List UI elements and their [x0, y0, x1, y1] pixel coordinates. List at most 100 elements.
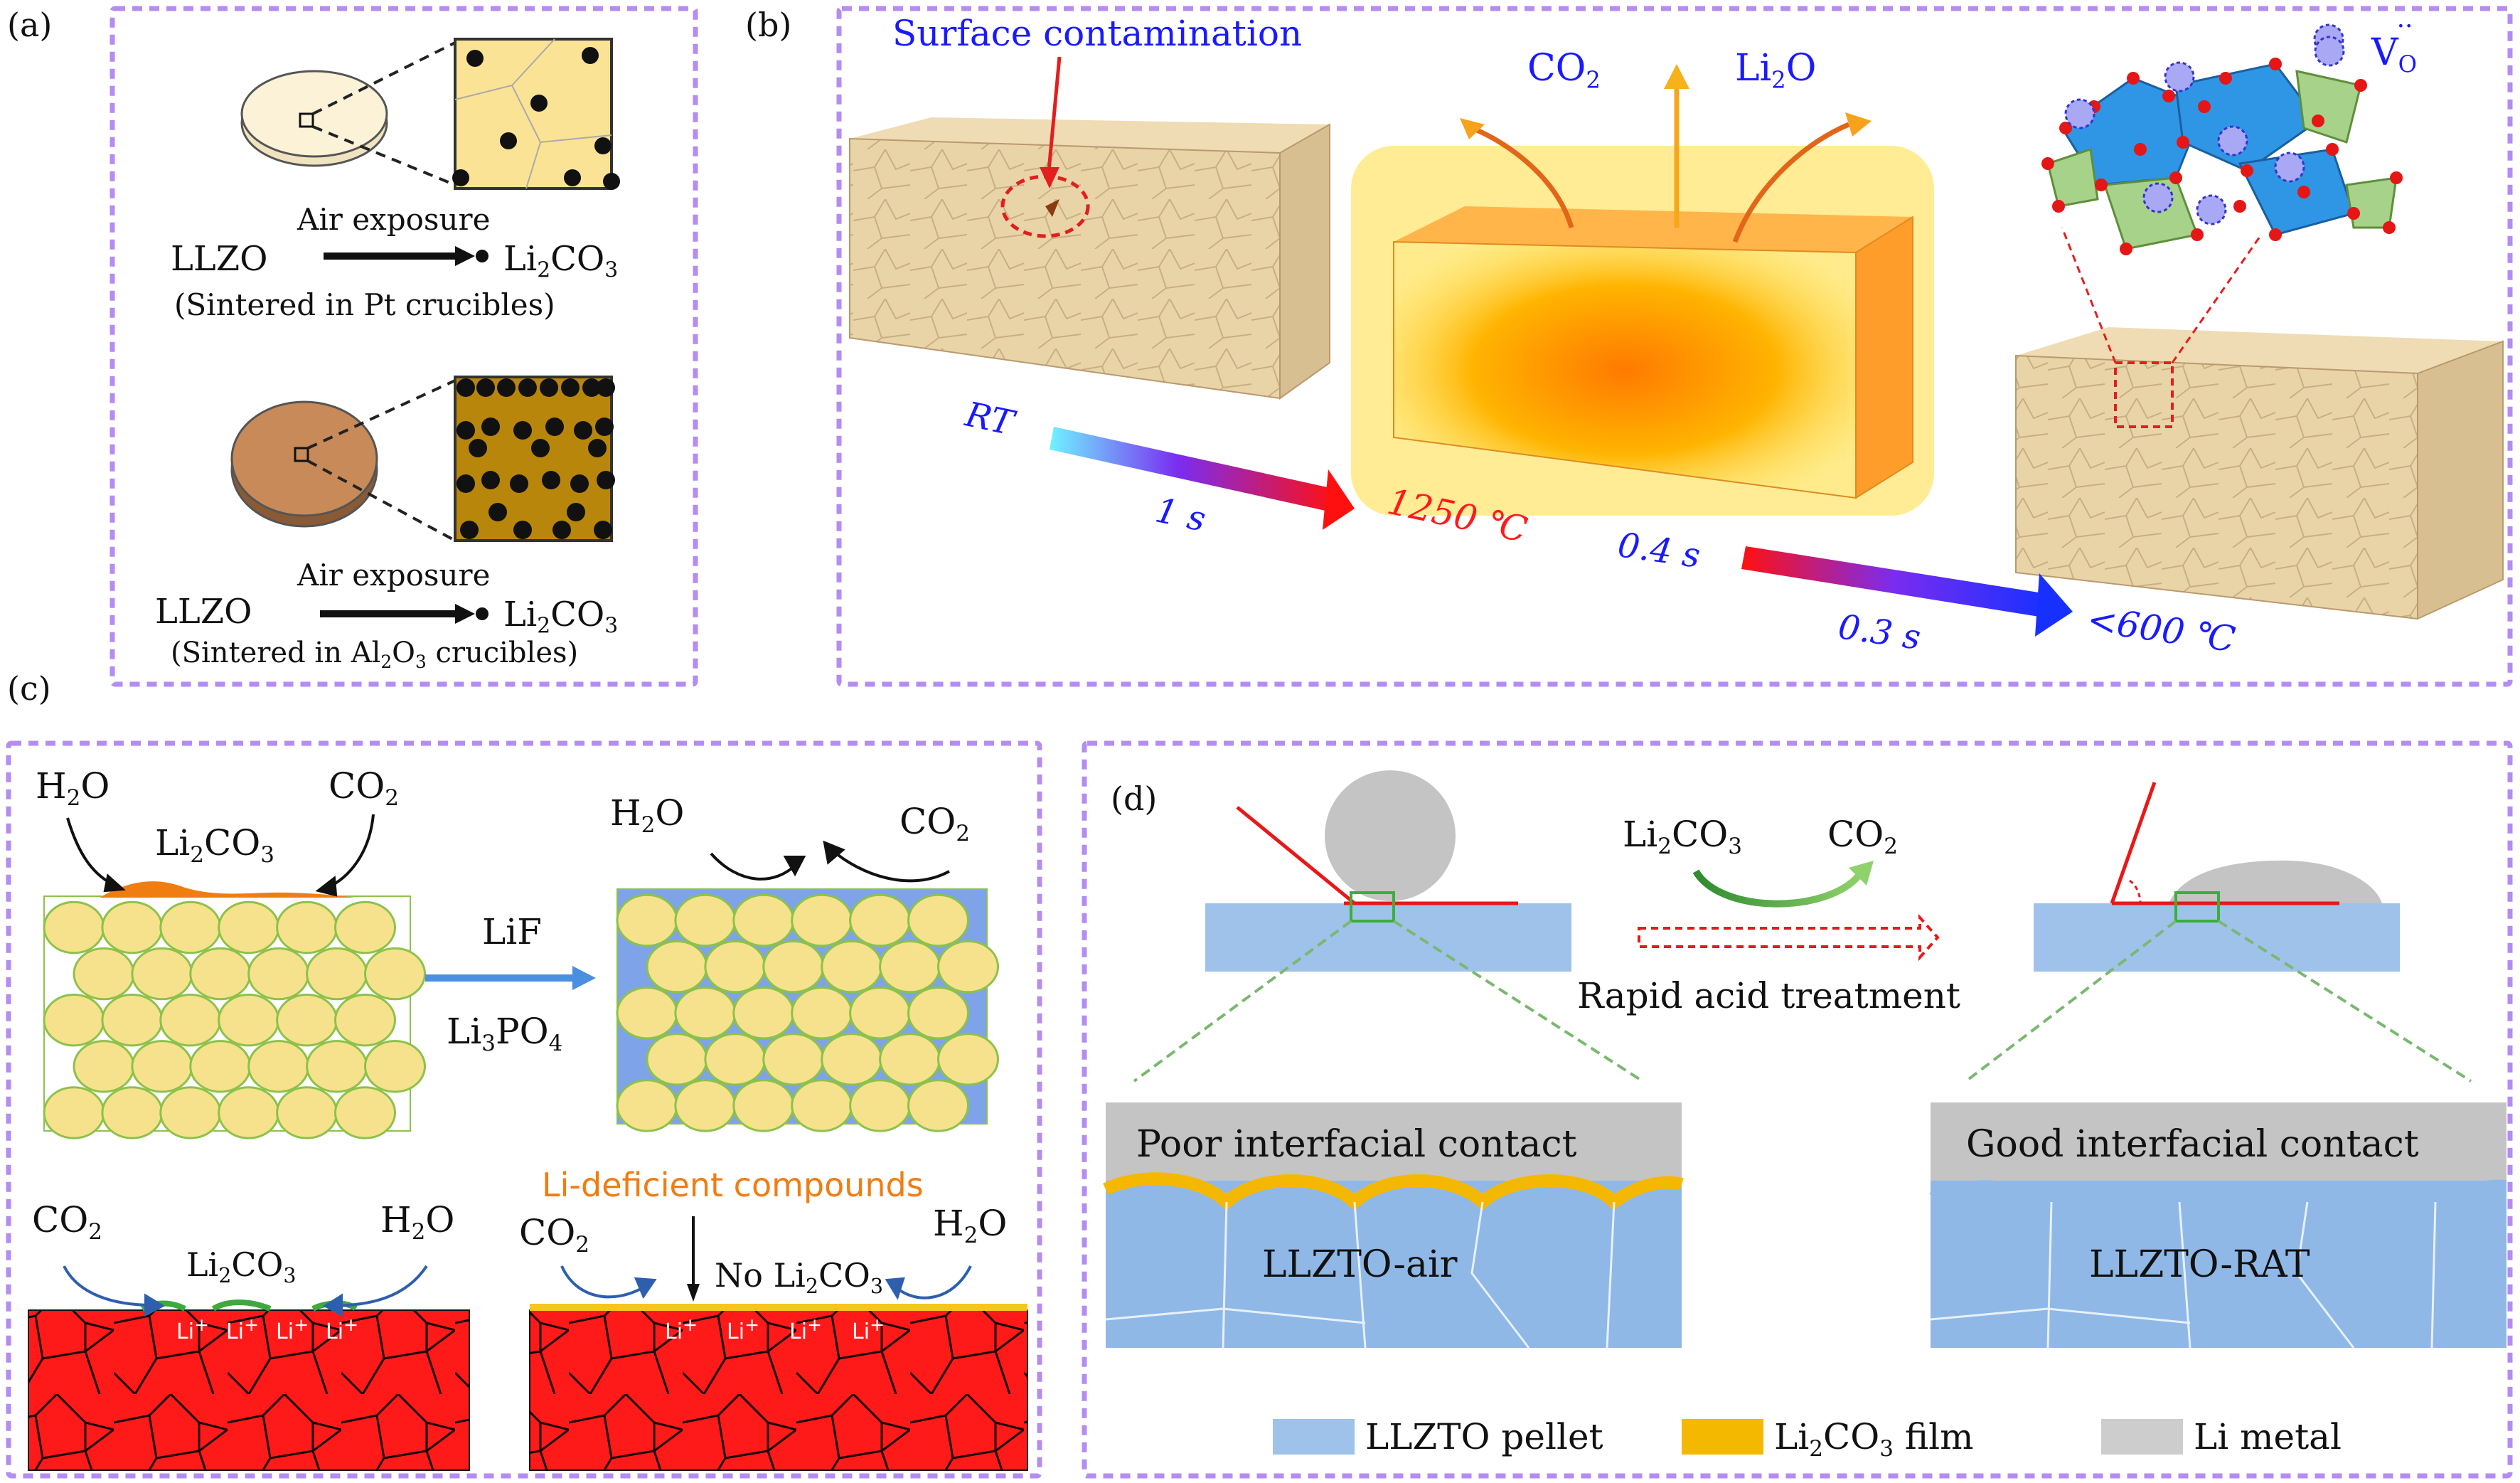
grain	[101, 994, 164, 1047]
air-exposure-label-top: Air exposure	[297, 202, 491, 237]
panel-c-bottom-arrows	[63, 1265, 972, 1317]
li-ion-4: Li+	[326, 1314, 359, 1344]
panel-c-letter: (c)	[7, 669, 51, 708]
grain	[937, 940, 999, 994]
poor-contact-label: Poor interfacial contact	[1136, 1123, 1577, 1166]
panel-b-frame	[836, 6, 2513, 687]
co2-label-c-bottom-left: CO2	[32, 1199, 102, 1245]
panel-a-frame	[110, 6, 698, 687]
grain	[879, 940, 941, 994]
h2o-label-c-top-right: H2O	[610, 792, 685, 838]
grain	[674, 987, 737, 1040]
grain	[616, 987, 678, 1040]
co2-label-c-top-left: CO2	[329, 765, 399, 811]
grain	[218, 1086, 280, 1139]
co2-label-c-bottom-right: CO2	[519, 1212, 589, 1258]
li3po4-label: Li3PO4	[447, 1011, 563, 1056]
li2co3-label-top: Li2CO3	[503, 239, 619, 283]
time-03s-label: 0.3 s	[1835, 607, 1923, 658]
panel-d-right-zoom	[1929, 1102, 2507, 1349]
li-ion-5: Li+	[665, 1314, 698, 1344]
grain	[937, 1033, 999, 1086]
co2-label-d: CO2	[1827, 814, 1898, 859]
co2-label-c-top-right: CO2	[899, 801, 970, 846]
grain	[762, 940, 825, 994]
grain	[276, 994, 338, 1047]
panel-a-top-arrow	[324, 246, 488, 266]
panel-c-grains-right	[616, 893, 999, 1132]
legend-li-metal: Li metal	[2194, 1416, 2342, 1457]
li2co3-label-c-top: Li2CO3	[155, 822, 274, 868]
h2o-label-c-top-left: H2O	[36, 765, 110, 811]
panel-a-bottom-arrow	[320, 604, 488, 624]
surface-contamination-label: Surface contamination	[892, 13, 1303, 54]
grain	[159, 994, 222, 1047]
li-ion-1: Li+	[176, 1314, 210, 1344]
panel-c-flow-arrows	[66, 814, 950, 897]
sintered-pt-label: (Sintered in Pt crucibles)	[174, 287, 555, 322]
grain	[849, 1079, 912, 1132]
li-ion-2: Li+	[226, 1314, 260, 1344]
panel-c-frame	[6, 740, 1042, 1479]
li-deficient-label: Li-deficient compounds	[542, 1166, 924, 1204]
grain	[732, 1079, 795, 1132]
panel-d-letter: (d)	[1111, 780, 1158, 818]
li-ion-8: Li+	[852, 1314, 885, 1344]
grain	[218, 994, 280, 1047]
grain	[364, 1040, 426, 1093]
grain	[159, 1086, 222, 1139]
grain	[334, 900, 396, 955]
panel-d-right-pellet	[1965, 782, 2472, 1083]
grain	[276, 1086, 338, 1139]
grain	[189, 1040, 252, 1093]
no-li2co3-label: No Li2CO3	[715, 1256, 884, 1299]
panel-b-left-block	[849, 56, 1330, 400]
li-ion-3: Li+	[276, 1314, 309, 1344]
llzo-label-bottom: LLZO	[155, 592, 252, 632]
panel-a-top-dots	[452, 47, 620, 190]
time-1s-label: 1 s	[1151, 490, 1210, 540]
time-04s-label: 0.4 s	[1615, 525, 1703, 576]
grain	[247, 1040, 310, 1093]
grain	[73, 1040, 135, 1093]
li-ion-6: Li+	[727, 1314, 760, 1344]
grain	[646, 1033, 708, 1086]
grain	[791, 1079, 853, 1132]
rapid-acid-treatment-label: Rapid acid treatment	[1577, 975, 1960, 1016]
li2co3-label-c-bottom: Li2CO3	[186, 1245, 297, 1288]
grain	[907, 893, 969, 947]
grain	[879, 1033, 941, 1086]
h2o-label-c-bottom-left: H2O	[380, 1199, 455, 1245]
grain	[821, 1033, 883, 1086]
heating-arrow	[1050, 427, 1355, 530]
grain	[704, 940, 767, 994]
cooling-arrow	[1741, 546, 2073, 637]
grain	[704, 1033, 767, 1086]
grain	[821, 940, 883, 994]
panel-c-red-substrate-right	[529, 1304, 1028, 1471]
oxygen-vacancy-label: V··O	[2371, 12, 2417, 78]
grain	[189, 947, 252, 1001]
sintered-al2o3-label: (Sintered in Al2O3 crucibles)	[171, 637, 579, 672]
grain	[732, 987, 795, 1040]
vacancy-legend-icon	[2314, 36, 2345, 67]
grain	[674, 893, 737, 947]
grain	[364, 947, 426, 1001]
co2-label-b: CO2	[1527, 47, 1601, 94]
grain	[907, 987, 969, 1040]
llzto-air-label: LLZTO-air	[1262, 1243, 1458, 1286]
panel-a-letter: (a)	[7, 6, 53, 44]
air-exposure-label-bottom: Air exposure	[297, 558, 491, 592]
li2o-label-b: Li2O	[1735, 47, 1817, 94]
grain	[646, 940, 708, 994]
grain	[334, 1086, 396, 1139]
grain	[907, 1079, 969, 1132]
panel-c-down-arrow	[687, 1216, 700, 1302]
panel-d-legend-swatches	[1273, 1419, 2183, 1455]
grain	[849, 893, 912, 947]
legend-li2co3-film: Li2CO3 film	[1774, 1416, 1974, 1462]
panel-b-right-block	[2015, 227, 2504, 620]
li2co3-label-bottom: Li2CO3	[503, 595, 619, 639]
panel-c-lif-arrow	[425, 966, 596, 990]
